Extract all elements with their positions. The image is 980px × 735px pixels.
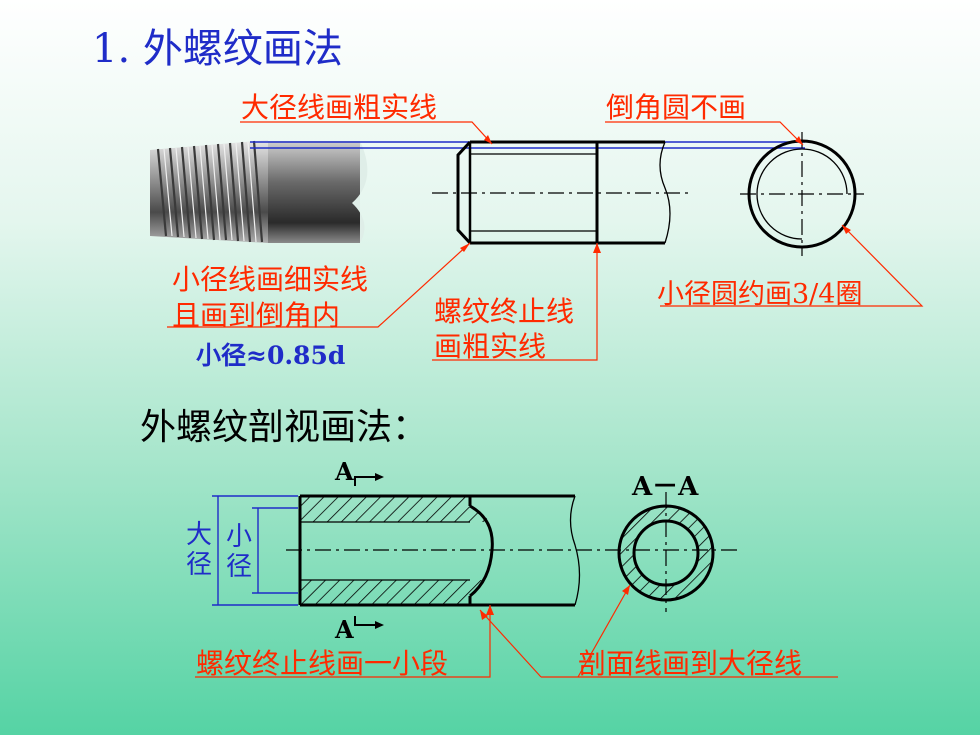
label-major-thick: 大径线画粗实线 xyxy=(241,91,438,124)
label-hatch-to-major: 剖面线画到大径线 xyxy=(578,647,803,680)
section-view xyxy=(286,494,740,607)
bottom-annotation-arrowheads xyxy=(480,585,630,620)
label-minor-approx: 小径≈0.85d xyxy=(196,341,346,370)
bottom-annotation-leaders xyxy=(195,584,838,678)
top-annotation-arrowheads xyxy=(460,135,851,253)
dimension-lines xyxy=(212,495,298,606)
section-cut-arrowheads xyxy=(375,473,384,629)
top-annotation-leaders xyxy=(167,121,924,361)
label-section-end: 螺纹终止线画一小段 xyxy=(196,647,449,680)
section-end-view xyxy=(617,492,715,612)
label-thread-end-2: 画粗实线 xyxy=(434,330,547,363)
section-mark-top: A xyxy=(335,457,354,486)
section-view-label: A－A xyxy=(632,472,699,502)
label-minor-circle: 小径圆约画3/4圈 xyxy=(657,279,863,310)
label-thread-end-1: 螺纹终止线 xyxy=(434,295,575,328)
thread-side-view xyxy=(432,140,688,245)
label-minor-thin-2: 且画到倒角内 xyxy=(172,299,341,332)
thread-end-view xyxy=(740,132,864,256)
screw-illustration xyxy=(150,140,368,243)
label-chamfer-circle: 倒角圆不画 xyxy=(606,91,747,124)
section-mark-bottom: A xyxy=(335,615,354,644)
major-diameter-label: 大径 xyxy=(186,520,213,580)
minor-diameter-label: 小径 xyxy=(226,522,253,582)
slide-title: 1. 外螺纹画法 xyxy=(92,26,343,72)
label-minor-thin-1: 小径线画细实线 xyxy=(172,263,369,296)
section-title: 外螺纹剖视画法： xyxy=(140,407,429,448)
section-cut-marks xyxy=(354,476,378,626)
